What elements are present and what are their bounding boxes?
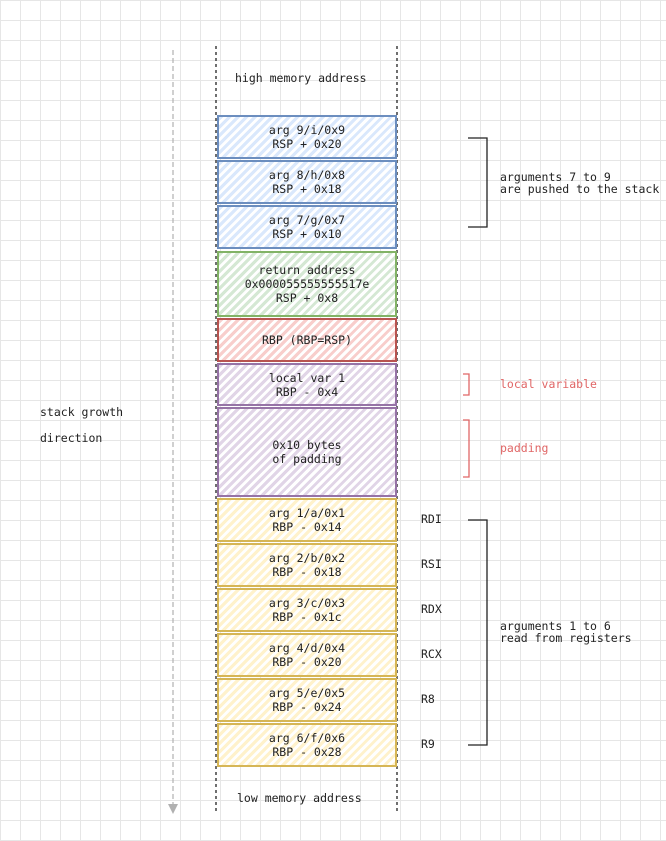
register-args-annotation-line2: read from registers (500, 631, 632, 645)
stack-args-bracket (468, 137, 488, 228)
stack-block-arg2: arg 2/b/0x2 RBP - 0x18 (217, 543, 397, 587)
block-line: RBP - 0x24 (272, 700, 342, 714)
high-memory-label: high memory address (235, 71, 367, 85)
stack-block-return-address: return address 0x000055555555517e RSP + … (217, 251, 397, 317)
block-line: RSP + 0x10 (272, 227, 342, 241)
block-line: RBP - 0x28 (272, 745, 342, 759)
block-line: local var 1 (268, 370, 346, 385)
stack-args-annotation-line1: arguments 7 to 9 (500, 170, 611, 184)
stack-block-arg1: arg 1/a/0x1 RBP - 0x14 (217, 498, 397, 542)
growth-label-line1: stack growth (40, 405, 124, 419)
growth-label-line2: direction (40, 431, 103, 445)
stack-block-arg5: arg 5/e/0x5 RBP - 0x24 (217, 678, 397, 722)
register-label-rcx: RCX (421, 647, 442, 661)
block-line: 0x000055555555517e (244, 277, 370, 291)
block-line: arg 4/d/0x4 (268, 641, 346, 655)
padding-annotation: padding (500, 441, 549, 455)
register-label-rsi: RSI (421, 557, 442, 571)
block-line: RSP + 0x20 (272, 137, 342, 151)
block-line: arg 7/g/0x7 (268, 213, 346, 227)
block-line: RBP - 0x20 (272, 655, 342, 669)
register-label-rdx: RDX (421, 602, 442, 616)
block-line: RBP - 0x18 (272, 565, 342, 579)
block-line: RBP (RBP=RSP) (261, 333, 352, 347)
register-label-r8: R8 (421, 692, 435, 706)
block-line: arg 6/f/0x6 (268, 731, 346, 745)
block-line: arg 1/a/0x1 (268, 506, 346, 520)
register-label-rdi: RDI (421, 512, 442, 526)
block-line: RBP - 0x4 (275, 384, 339, 399)
padding-bracket (463, 419, 470, 478)
stack-block-arg8: arg 8/h/0x8 RSP + 0x18 (217, 160, 397, 204)
stack-args-annotation-line2: are pushed to the stack (500, 182, 660, 196)
stack-block-arg3: arg 3/c/0x3 RBP - 0x1c (217, 588, 397, 632)
block-line: arg 3/c/0x3 (268, 596, 346, 610)
stack-block-local-var: local var 1 RBP - 0x4 (217, 363, 397, 406)
register-args-bracket (468, 519, 488, 746)
stack-block-rbp: RBP (RBP=RSP) (217, 318, 397, 362)
growth-arrow-head (168, 804, 178, 814)
block-line: of padding (272, 452, 342, 466)
local-variable-annotation: local variable (500, 377, 597, 391)
stack-block-arg6: arg 6/f/0x6 RBP - 0x28 (217, 723, 397, 767)
low-memory-label: low memory address (237, 791, 362, 805)
register-args-annotation-line1: arguments 1 to 6 (500, 619, 611, 633)
stack-block-padding: 0x10 bytes of padding (217, 407, 397, 497)
block-line: arg 2/b/0x2 (268, 551, 346, 565)
stack-block-arg4: arg 4/d/0x4 RBP - 0x20 (217, 633, 397, 677)
block-line: arg 9/i/0x9 (268, 123, 346, 137)
block-line: RBP - 0x1c (272, 610, 342, 624)
block-line: arg 8/h/0x8 (268, 168, 346, 182)
block-line: 0x10 bytes (272, 438, 342, 452)
stack-block-arg7: arg 7/g/0x7 RSP + 0x10 (217, 205, 397, 249)
block-line: arg 5/e/0x5 (268, 686, 346, 700)
block-line: return address (258, 263, 356, 277)
register-label-r9: R9 (421, 737, 435, 751)
local-variable-bracket (463, 373, 470, 396)
block-line: RBP - 0x14 (272, 520, 342, 534)
stack-block-arg9: arg 9/i/0x9 RSP + 0x20 (217, 115, 397, 159)
block-line: RSP + 0x8 (275, 291, 339, 305)
block-line: RSP + 0x18 (272, 182, 342, 196)
